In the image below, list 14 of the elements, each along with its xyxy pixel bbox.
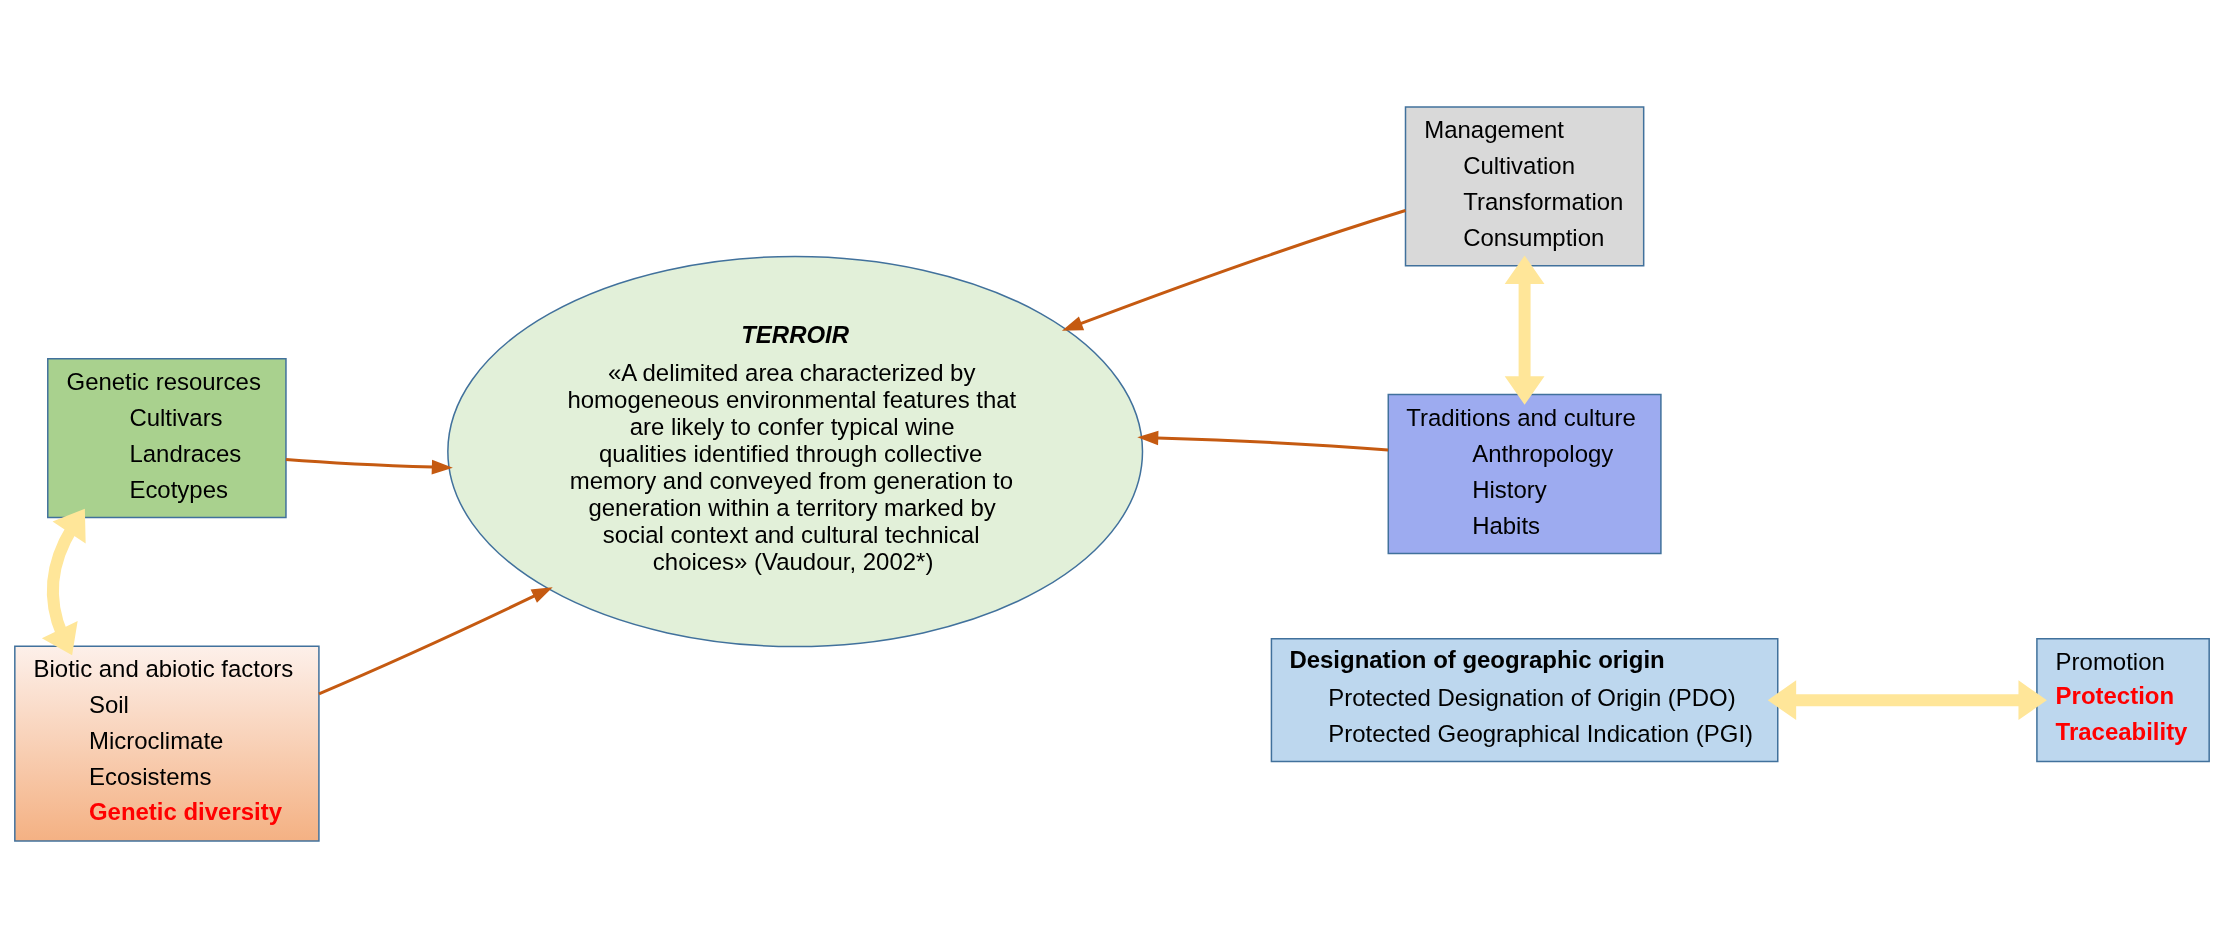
arrow [318,587,553,696]
node-box: Biotic and abiotic factors Soil Microclimate Ecosistems Genetic diversity [14,645,320,842]
arrow [1767,680,2047,721]
node-box: Management Cultivation Transformation Consumption [1404,106,1645,267]
node-box: Designation of geographic origin Protected Designation of Origin (PDO) Protected Geographical Indication (PGI) [1270,638,1779,763]
arrow [41,508,86,656]
arrow [1504,255,1545,405]
node-box: Promotion Protection Traceability [2036,638,2210,763]
node-box: Genetic resources Cultivars Landraces Ecotypes [47,357,287,519]
arrow [1061,209,1406,331]
arrow [285,458,453,475]
node-box: Traditions and culture Anthropology History Habits [1387,393,1662,555]
node-ellipse: TERROIR «A delimited area characterized by homogeneous environmental features that are likely to confer typical wine qualities identified through collective memory and conveyed from generation to generation within a territory marked by social context and cultural technical choices» (Vaudour, 2002*) [447,255,1144,648]
arrow [1137,430,1389,452]
